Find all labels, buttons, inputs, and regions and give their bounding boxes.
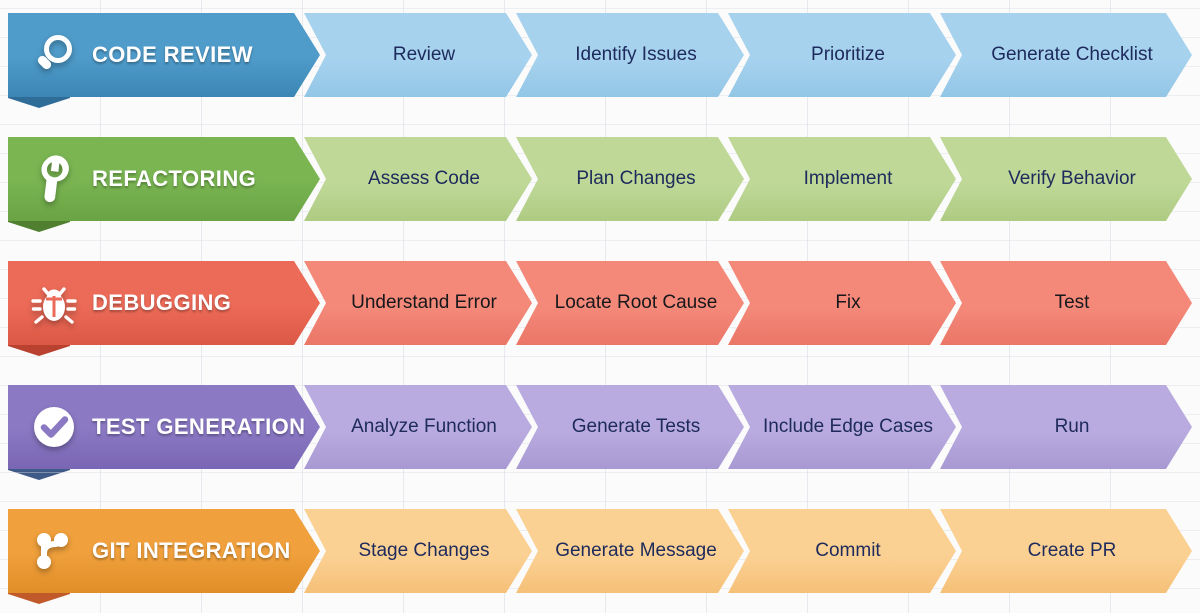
step-label: Commit bbox=[815, 540, 881, 561]
step-label: Plan Changes bbox=[576, 168, 696, 189]
step-label: Stage Changes bbox=[358, 540, 490, 561]
workflow-row-git-integration: Stage Changes Generate Message Commit Creat… bbox=[0, 509, 1200, 604]
step-chevron-test-generation-4[interactable]: Run bbox=[940, 385, 1192, 469]
step-chevron-test-generation-2[interactable]: Generate Tests bbox=[516, 385, 744, 469]
step-chevron-git-integration-2[interactable]: Generate Message bbox=[516, 509, 744, 593]
header-content: GIT INTEGRATION bbox=[8, 527, 320, 575]
step-chevron-code-review-4[interactable]: Generate Checklist bbox=[940, 13, 1192, 97]
header-content: DEBUGGING bbox=[8, 279, 320, 327]
ribbon-fold bbox=[8, 592, 70, 604]
wrench-icon bbox=[41, 155, 69, 203]
category-title: TEST GENERATION bbox=[92, 414, 306, 439]
step-label: Implement bbox=[803, 168, 893, 189]
git-branch-icon bbox=[37, 533, 68, 569]
step-label: Assess Code bbox=[368, 168, 480, 189]
step-chevron-git-integration-1[interactable]: Stage Changes bbox=[304, 509, 532, 593]
step-label: Prioritize bbox=[811, 44, 885, 65]
step-label: Locate Root Cause bbox=[554, 292, 718, 313]
step-chevron-debugging-1[interactable]: Understand Error bbox=[304, 261, 532, 345]
workflow-row-refactoring: Assess Code Plan Changes Implement Verify B… bbox=[0, 137, 1200, 232]
step-label: Fix bbox=[835, 292, 861, 313]
step-chevron-refactoring-3[interactable]: Implement bbox=[728, 137, 956, 221]
workflow-row-test-generation: Analyze Function Generate Tests Include Ed… bbox=[0, 385, 1200, 480]
step-chevron-refactoring-4[interactable]: Verify Behavior bbox=[940, 137, 1192, 221]
row-track: Analyze Function Generate Tests Include Ed… bbox=[8, 385, 1192, 469]
step-label: Generate Checklist bbox=[991, 44, 1153, 65]
header-content: CODE REVIEW bbox=[8, 31, 320, 79]
step-label: Run bbox=[1054, 416, 1090, 437]
magnifier-icon bbox=[37, 35, 72, 70]
category-title: REFACTORING bbox=[92, 166, 257, 191]
step-chevron-code-review-2[interactable]: Identify Issues bbox=[516, 13, 744, 97]
step-chevron-refactoring-1[interactable]: Assess Code bbox=[304, 137, 532, 221]
ribbon-fold bbox=[8, 468, 70, 480]
category-header-refactoring[interactable]: REFACTORING bbox=[8, 137, 320, 221]
step-chevron-test-generation-1[interactable]: Analyze Function bbox=[304, 385, 532, 469]
category-title: CODE REVIEW bbox=[92, 42, 253, 67]
step-label: Test bbox=[1054, 292, 1090, 313]
step-chevron-git-integration-3[interactable]: Commit bbox=[728, 509, 956, 593]
step-chevron-code-review-1[interactable]: Review bbox=[304, 13, 532, 97]
row-track: Review Identify Issues Prioritize Generate … bbox=[8, 13, 1192, 97]
step-label: Identify Issues bbox=[575, 44, 697, 65]
category-title: DEBUGGING bbox=[92, 290, 232, 315]
step-label: Analyze Function bbox=[351, 416, 497, 437]
bug-icon bbox=[31, 287, 77, 324]
category-title: GIT INTEGRATION bbox=[92, 538, 291, 563]
row-track: Understand Error Locate Root Cause Fix Test… bbox=[8, 261, 1192, 345]
step-chevron-test-generation-3[interactable]: Include Edge Cases bbox=[728, 385, 956, 469]
step-chevron-debugging-2[interactable]: Locate Root Cause bbox=[516, 261, 744, 345]
step-label: Create PR bbox=[1027, 540, 1117, 561]
row-track: Assess Code Plan Changes Implement Verify B… bbox=[8, 137, 1192, 221]
header-content: TEST GENERATION bbox=[8, 403, 320, 451]
step-label: Generate Message bbox=[555, 540, 717, 561]
step-label: Include Edge Cases bbox=[762, 416, 934, 437]
step-label: Generate Tests bbox=[571, 416, 701, 437]
step-label: Understand Error bbox=[351, 292, 497, 313]
ribbon-fold bbox=[8, 220, 70, 232]
ribbon-fold bbox=[8, 344, 70, 356]
header-content: REFACTORING bbox=[8, 155, 320, 203]
category-header-git-integration[interactable]: GIT INTEGRATION bbox=[8, 509, 320, 593]
workflow-row-code-review: Review Identify Issues Prioritize Generate … bbox=[0, 13, 1200, 108]
row-track: Stage Changes Generate Message Commit Creat… bbox=[8, 509, 1192, 593]
check-circle-icon bbox=[34, 407, 74, 447]
ribbon-fold bbox=[8, 96, 70, 108]
step-chevron-git-integration-4[interactable]: Create PR bbox=[940, 509, 1192, 593]
step-chevron-debugging-3[interactable]: Fix bbox=[728, 261, 956, 345]
step-label: Review bbox=[392, 44, 456, 65]
step-chevron-refactoring-2[interactable]: Plan Changes bbox=[516, 137, 744, 221]
category-header-code-review[interactable]: CODE REVIEW bbox=[8, 13, 320, 97]
category-header-test-generation[interactable]: TEST GENERATION bbox=[8, 385, 320, 469]
workflow-row-debugging: Understand Error Locate Root Cause Fix Test… bbox=[0, 261, 1200, 356]
step-label: Verify Behavior bbox=[1008, 168, 1136, 189]
category-header-debugging[interactable]: DEBUGGING bbox=[8, 261, 320, 345]
step-chevron-code-review-3[interactable]: Prioritize bbox=[728, 13, 956, 97]
step-chevron-debugging-4[interactable]: Test bbox=[940, 261, 1192, 345]
